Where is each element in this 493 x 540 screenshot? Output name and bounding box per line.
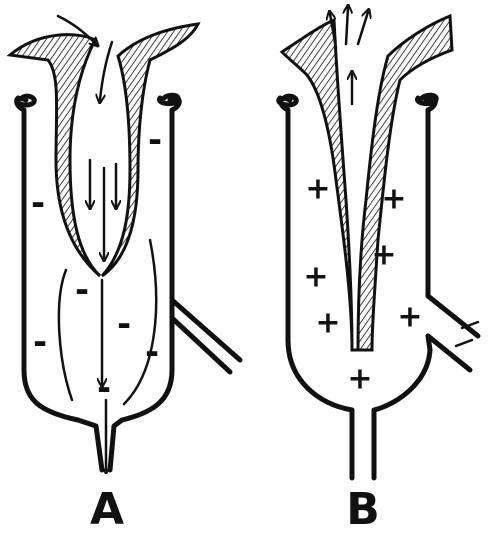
panel-a-charge-symbol: - <box>117 305 131 345</box>
panel-b-side-arm <box>428 296 478 370</box>
panel-b-charge-symbol: + <box>305 172 330 207</box>
panel-a-charge-symbol: - <box>148 121 162 161</box>
panel-a-charge-symbol: - <box>97 369 111 409</box>
panel-b-charge-symbol: + <box>397 300 422 335</box>
panel-b-charge-symbol: + <box>371 238 396 273</box>
panel-b-outflow-arrow <box>346 8 348 44</box>
panel-a-inflow-arrow-2 <box>100 42 112 100</box>
panel-a-diagram <box>10 16 240 470</box>
panel-b-charge-symbol: + <box>381 182 406 217</box>
panel-a-liquid-left <box>59 270 72 400</box>
panel-a-charge-symbol: - <box>75 271 89 311</box>
panel-a-label: A <box>77 486 137 534</box>
panel-b-label: B <box>333 486 393 534</box>
panel-b-charge-symbol: + <box>347 362 372 397</box>
panel-b-outflow-arrow <box>358 12 368 44</box>
panel-b-charge-symbol: + <box>315 306 340 341</box>
panel-a-charge-symbol: - <box>33 323 47 363</box>
panel-a-side-arm <box>172 300 240 372</box>
panel-a-vessel-outline-right <box>110 98 179 470</box>
panel-a-charge-symbol: - <box>31 184 45 224</box>
panel-a-charge-symbol: - <box>145 333 159 373</box>
panel-b-charge-symbol: + <box>303 260 328 295</box>
